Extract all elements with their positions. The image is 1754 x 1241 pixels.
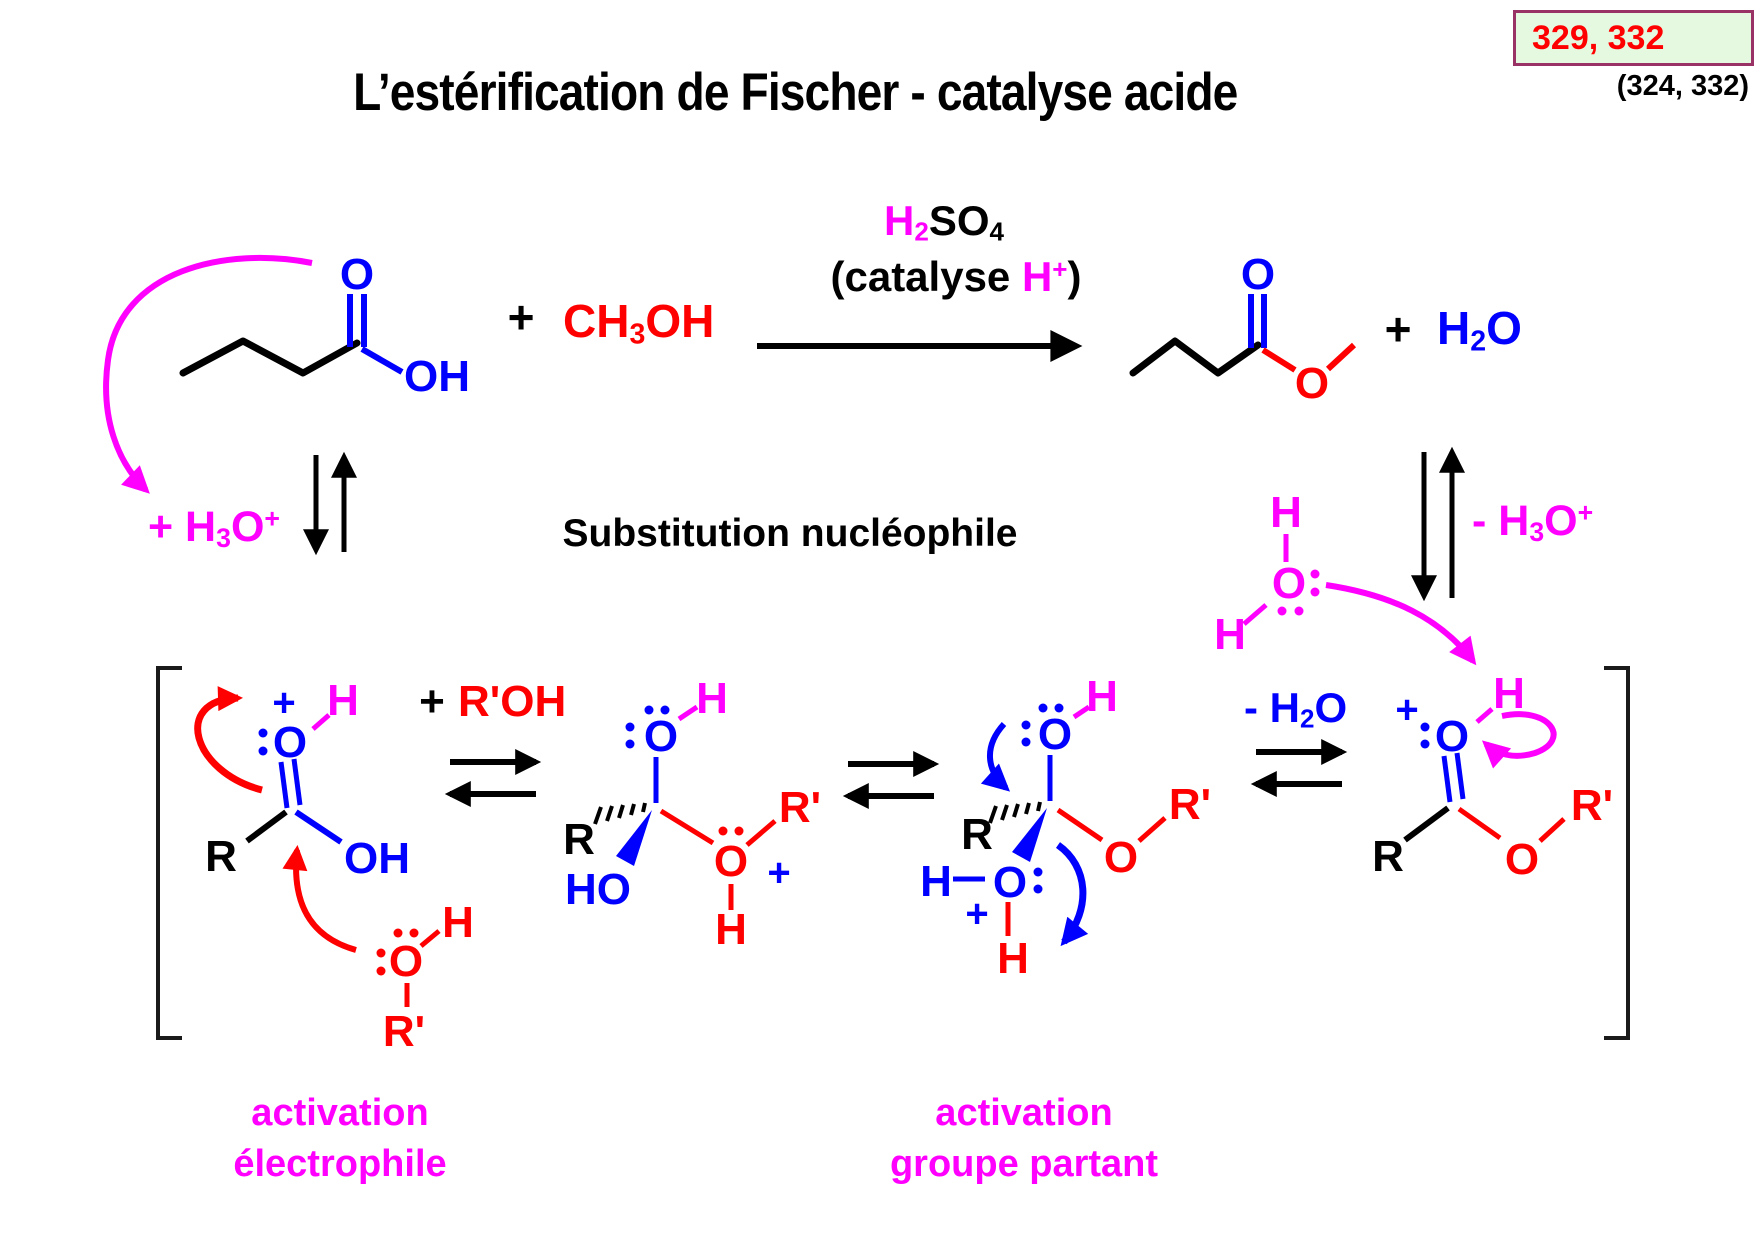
curved-arrow-water-leaves	[1055, 842, 1089, 947]
caption-activation-groupe-partant-line1: activation	[935, 1092, 1113, 1134]
ester-bridge-o: O	[1295, 359, 1329, 408]
minus-h3o-label: - H3O+	[1472, 497, 1594, 547]
page-reference: 329, 332	[1532, 18, 1665, 57]
s3-h-top: H	[1086, 672, 1118, 721]
nuc-h: H	[442, 898, 474, 947]
page-reference-box: 329, 332	[1513, 10, 1754, 66]
curved-arrow-protonation	[103, 254, 313, 494]
acid-carbonyl-o: O	[340, 250, 374, 299]
slide-title: L’estérification de Fischer - catalyse a…	[180, 62, 1410, 123]
s3-o-est: O	[1104, 833, 1138, 882]
alcohol-nucleophile: O H R'	[376, 898, 474, 1056]
equilibrium-vertical-left	[303, 451, 357, 556]
plus-roh-label: R'OH	[458, 677, 566, 726]
curved-arrow-water-attack	[1325, 582, 1477, 666]
curved-arrow-pi-shift	[194, 686, 263, 794]
water-o: O	[1272, 559, 1306, 608]
s4-o: O	[1435, 712, 1469, 761]
s2-o-top: O	[644, 712, 678, 761]
equilibrium-arrows-3	[1250, 739, 1348, 797]
struct2-tetrahedral: H O R HO O + R' H	[563, 674, 821, 954]
curved-arrow-nucleophilic-attack	[282, 845, 357, 953]
water-h-top: H	[1270, 488, 1302, 537]
s2-ho: HO	[565, 865, 631, 914]
plus-h3o-label: + H3O+	[148, 503, 280, 553]
s4-rprime: R'	[1571, 781, 1613, 830]
plus-sign-right: +	[1385, 303, 1412, 355]
s2-h-bot: H	[715, 905, 747, 954]
bracket-left	[156, 666, 182, 1040]
s2-o-plus: O	[714, 837, 748, 886]
s3-rprime: R'	[1169, 780, 1211, 829]
s2-r: R	[563, 815, 595, 864]
s2-h: H	[696, 674, 728, 723]
s3-h-bot: H	[997, 934, 1029, 983]
catalyst-formula: H2SO4	[884, 197, 1004, 247]
s1-r: R	[205, 832, 237, 881]
minus-h2o-label: - H2O	[1244, 684, 1348, 734]
caption-activation-groupe-partant-line2: groupe partant	[889, 1143, 1159, 1185]
s3-r: R	[961, 810, 993, 859]
water-molecule: H O H	[1214, 488, 1477, 666]
slide-title-text: L’estérification de Fischer - catalyse a…	[352, 63, 1238, 122]
caption-activation-electrophile-line2: électrophile	[233, 1143, 447, 1185]
s3-h-left: H	[920, 857, 952, 906]
struct1-protonated-acid: + H O R OH	[194, 676, 410, 953]
plus-sign-left: +	[508, 291, 535, 343]
equilibrium-arrows-1	[444, 749, 542, 807]
ester-carbonyl-o: O	[1241, 250, 1275, 299]
curved-arrow-lonepair-to-c	[980, 721, 1011, 792]
caption-activation-electrophile-line1: activation	[251, 1092, 429, 1134]
equilibrium-vertical-right	[1411, 446, 1465, 602]
butyric-acid-structure: O OH	[179, 250, 470, 401]
bracket-right	[1604, 666, 1630, 1040]
page-reference-note: (324, 332)	[1616, 70, 1749, 102]
plus-roh-plus: +	[419, 677, 445, 726]
struct4-protonated-ester: + O H R O R'	[1372, 669, 1613, 884]
catalyst-note: (catalyse H+)	[830, 253, 1082, 300]
struct3-tetrahedral: H O R H O + H O R'	[920, 672, 1211, 983]
substitution-label: Substitution nucléophile	[562, 512, 1018, 555]
ester-structure: O O	[1129, 250, 1357, 408]
nuc-o: O	[389, 937, 423, 986]
water-h-left: H	[1214, 610, 1246, 659]
methanol-formula: CH3OH	[563, 295, 715, 351]
water-formula: H2O	[1437, 302, 1522, 358]
s1-oh: OH	[344, 834, 410, 883]
equilibrium-arrows-2	[842, 751, 940, 809]
s3-plus: +	[965, 892, 988, 936]
s4-plus: +	[1395, 688, 1418, 732]
s4-r: R	[1372, 832, 1404, 881]
curved-arrow-deprotonation-loop	[1481, 711, 1557, 769]
s3-o-top: O	[1038, 710, 1072, 759]
s1-plus: +	[272, 681, 295, 725]
s2-rprime: R'	[779, 783, 821, 832]
s1-o: O	[273, 718, 307, 767]
nuc-rprime: R'	[383, 1007, 425, 1056]
s1-h: H	[327, 676, 359, 725]
s4-o-est: O	[1505, 835, 1539, 884]
s4-h: H	[1493, 669, 1525, 718]
acid-oh: OH	[404, 352, 470, 401]
s2-plus: +	[767, 851, 790, 895]
s3-o-mid: O	[993, 858, 1027, 907]
